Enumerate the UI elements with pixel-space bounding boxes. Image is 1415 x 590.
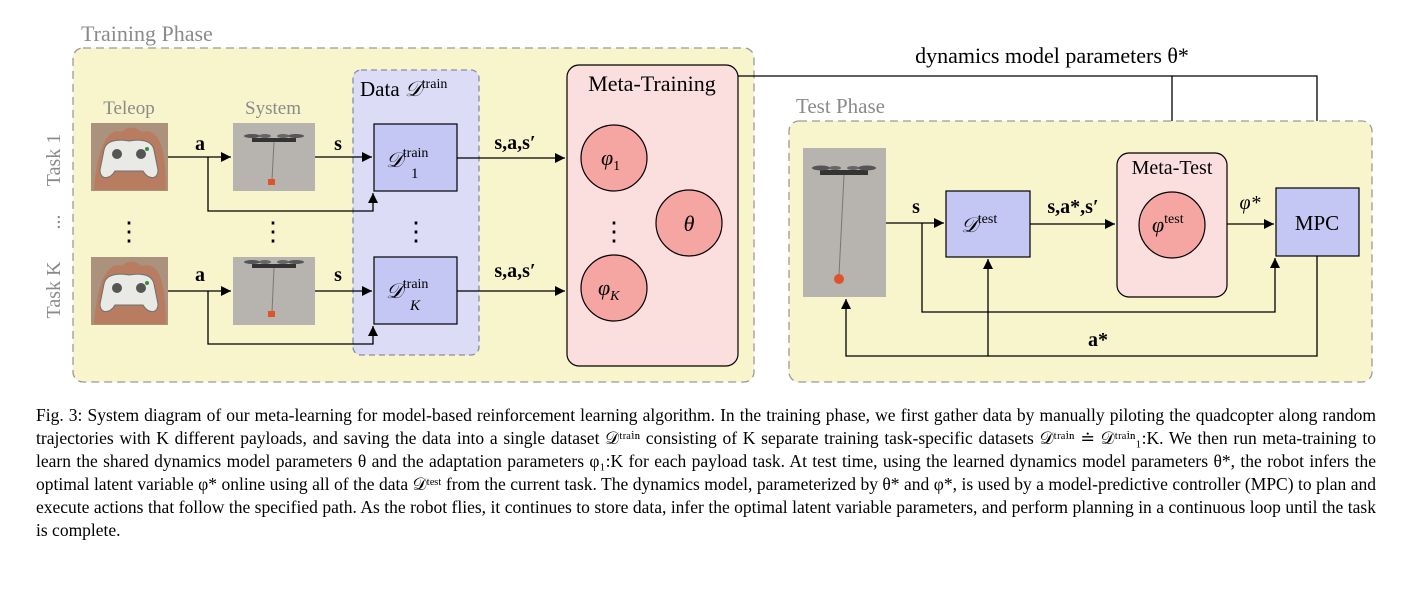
state-label-1: s bbox=[334, 133, 342, 155]
phi-k-subscript: K bbox=[609, 289, 620, 304]
training-phase-title: Training Phase bbox=[81, 21, 213, 46]
phi-test-superscript: test bbox=[1164, 212, 1184, 227]
dataset-box-1-label: 𝒟train bbox=[386, 146, 428, 172]
action-star-label: a* bbox=[1088, 329, 1108, 351]
system-photo-1 bbox=[233, 123, 315, 191]
theta-node: θ bbox=[655, 189, 723, 257]
teleop-photo-k bbox=[91, 257, 168, 325]
state-label-k: s bbox=[334, 264, 342, 286]
task-k-label: Task K bbox=[43, 261, 65, 318]
phi-test-symbol: φ bbox=[1152, 212, 1164, 237]
phi-1-subscript: 1 bbox=[613, 159, 620, 174]
system-photo-k bbox=[233, 257, 315, 325]
phi-test-node: φtest bbox=[1138, 191, 1206, 259]
gamepad-icon bbox=[99, 139, 159, 179]
test-data-label: 𝒟test bbox=[961, 212, 997, 237]
system-label: System bbox=[245, 98, 301, 119]
mpc-label: MPC bbox=[1295, 211, 1339, 235]
dataset-box-k-subscript: K bbox=[409, 298, 421, 314]
system-dots: ⋮ bbox=[260, 217, 286, 246]
phi-1-symbol: φ bbox=[601, 145, 613, 170]
phi-k-symbol: φ bbox=[598, 275, 610, 300]
phi-k-node: φK bbox=[580, 254, 648, 322]
task-dots-label: ... bbox=[43, 215, 65, 230]
data-panel-title: Data 𝒟train bbox=[360, 77, 447, 101]
teleop-label: Teleop bbox=[103, 98, 154, 119]
teleop-dots: ⋮ bbox=[116, 217, 142, 246]
meta-training-dots: ⋮ bbox=[601, 217, 627, 246]
svg-text:φ1: φ1 bbox=[601, 145, 620, 174]
dataset-box-k bbox=[373, 256, 458, 325]
phi-star-label: φ* bbox=[1239, 192, 1260, 214]
quadcopter-icon bbox=[812, 165, 876, 284]
test-phase-title: Test Phase bbox=[796, 94, 885, 118]
test-state-label: s bbox=[912, 196, 920, 218]
svg-text:φK: φK bbox=[598, 275, 620, 304]
meta-test-title: Meta-Test bbox=[1132, 157, 1213, 179]
dataset-box-k-label: 𝒟train bbox=[386, 277, 428, 303]
teleop-photo-1 bbox=[91, 123, 168, 191]
dataset-box-1-subscript: 1 bbox=[411, 166, 419, 182]
gamepad-icon bbox=[99, 273, 159, 313]
action-label-1: a bbox=[195, 133, 205, 155]
transition-label-1: s,a,s′ bbox=[494, 132, 535, 154]
quadcopter-icon bbox=[244, 134, 304, 185]
theta-symbol: θ bbox=[684, 211, 695, 236]
caption-text: Fig. 3: System diagram of our meta-learn… bbox=[36, 405, 1376, 540]
test-data-box bbox=[945, 190, 1031, 258]
figure-caption: Fig. 3: System diagram of our meta-learn… bbox=[36, 404, 1376, 542]
phi-1-node: φ1 bbox=[580, 124, 648, 192]
action-label-k: a bbox=[195, 264, 205, 286]
test-transition-label: s,a*,s′ bbox=[1047, 196, 1098, 218]
meta-training-title: Meta-Training bbox=[588, 71, 716, 96]
dataset-box-1 bbox=[373, 123, 458, 192]
transition-label-k: s,a,s′ bbox=[494, 260, 535, 282]
system-diagram: Training Phase Teleop System Task 1 ... … bbox=[43, 21, 1373, 383]
test-quadcopter-photo bbox=[803, 148, 886, 297]
quadcopter-icon bbox=[244, 260, 304, 317]
svg-text:φtest: φtest bbox=[1152, 212, 1184, 237]
task-1-label: Task 1 bbox=[43, 134, 65, 186]
dynamics-params-label: dynamics model parameters θ* bbox=[915, 43, 1189, 68]
data-panel-dots: ⋮ bbox=[403, 217, 429, 246]
